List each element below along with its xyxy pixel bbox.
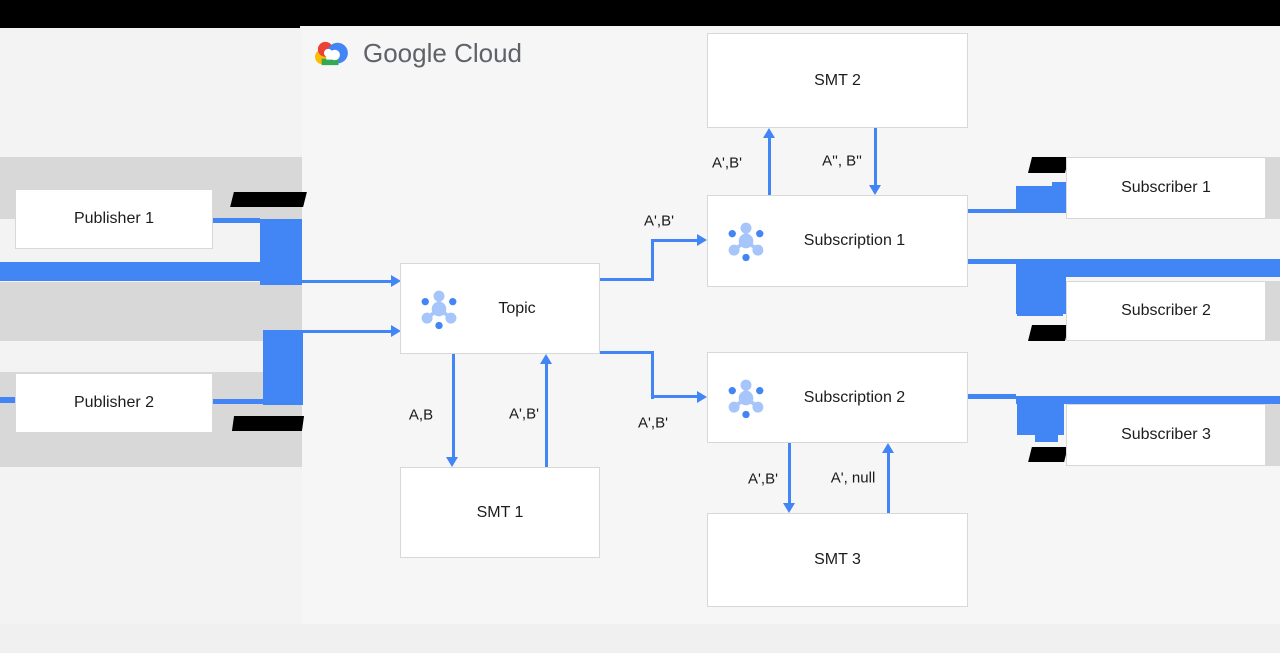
glitch-blue-block-publisher1 (260, 219, 302, 285)
arrow-topic-to-subscription1-seg2 (651, 239, 654, 281)
redacted-label-subscriber1 (1028, 157, 1069, 173)
glitch-blue-lead-subscriber3 (968, 394, 1016, 399)
pubsub-topic-icon (417, 287, 461, 331)
arrow-smt3-to-subscription2-line (887, 453, 890, 513)
glitch-blue-lead-subscriber1 (968, 209, 1016, 213)
node-subscription2: Subscription 2 (707, 352, 968, 443)
node-smt2-label: SMT 2 (814, 71, 861, 89)
glitch-blue-tail-subscriber3 (1035, 435, 1058, 442)
glitch-blue-lead-subscriber2 (968, 259, 1016, 264)
glitch-blue-lead-publisher2 (213, 399, 263, 404)
edge-label-smt3-to-subscription2: A', null (830, 469, 876, 487)
arrow-smt1-to-topic-head (540, 354, 552, 364)
edge-label-topic-to-subscription1: A',B' (644, 212, 674, 230)
google-cloud-logo: Google Cloud (312, 38, 522, 69)
redacted-label-subscriber3 (1028, 447, 1068, 462)
glitch-blue-block-subscriber3 (1017, 399, 1064, 435)
node-publisher2-label: Publisher 2 (73, 394, 155, 411)
edge-label-topic-to-subscription2: A',B' (638, 414, 668, 432)
arrow-publisher2-to-topic-head (391, 325, 401, 337)
redacted-label-subscriber2 (1028, 325, 1069, 341)
top-black-bar-left (0, 0, 300, 28)
arrow-topic-to-subscription2-seg3 (651, 395, 697, 398)
glitch-blue-block-subscriber2 (1016, 277, 1066, 314)
arrow-smt1-to-topic-line (545, 364, 548, 467)
edge-label-smt1-to-topic: A',B' (509, 405, 539, 423)
arrow-smt2-to-subscription1-head (869, 185, 881, 195)
node-publisher1-label: Publisher 1 (73, 210, 155, 227)
node-topic: Topic (400, 263, 600, 354)
arrow-subscription2-to-smt3-line (788, 443, 791, 503)
node-subscriber2: Subscriber 2 (1066, 281, 1266, 341)
arrow-topic-to-subscription1-seg3 (651, 239, 697, 242)
glitch-blue-lead-publisher1 (213, 218, 260, 223)
node-subscription2-label: Subscription 2 (803, 388, 906, 406)
node-subscription1-label: Subscription 1 (803, 232, 906, 249)
subscriber1-side-strip (1266, 157, 1280, 219)
arrow-publisher2-to-topic-line (302, 330, 391, 333)
subscriber3-side-strip (1266, 404, 1280, 466)
node-subscriber1-label: Subscriber 1 (1121, 179, 1211, 196)
edge-label-subscription1-to-smt2: A',B' (712, 154, 742, 172)
arrow-topic-to-subscription2-seg2 (651, 351, 654, 399)
gray-band-2 (0, 282, 302, 341)
arrow-topic-to-smt1-line (452, 354, 455, 457)
redacted-label-publisher1 (230, 192, 307, 207)
pubsub-subscription2-icon (724, 376, 768, 420)
edge-label-topic-to-smt1: A,B (408, 406, 434, 424)
subscriber2-side-strip (1266, 281, 1280, 341)
node-smt1: SMT 1 (400, 467, 600, 558)
google-cloud-logo-text: Google Cloud (363, 38, 522, 68)
node-subscriber1: Subscriber 1 (1066, 157, 1266, 219)
arrow-topic-to-subscription1-seg1 (600, 278, 654, 281)
glitch-blue-tail-subscriber2 (1017, 311, 1063, 316)
arrow-topic-to-smt1-head (446, 457, 458, 467)
arrow-topic-to-subscription2-seg1 (600, 351, 654, 354)
node-smt1-label: SMT 1 (476, 503, 524, 521)
node-subscriber3-label: Subscriber 3 (1121, 426, 1211, 443)
glitch-blue-notch-subscriber1 (1052, 182, 1066, 187)
node-topic-label: Topic (498, 299, 536, 317)
arrow-publisher1-to-topic-head (391, 275, 401, 287)
arrow-subscription1-to-smt2-line (768, 138, 771, 195)
node-publisher2: Publisher 2 (15, 373, 213, 433)
glitch-blue-block-publisher2 (263, 330, 303, 405)
glitch-blue-bar-subscriber2 (1016, 259, 1280, 277)
node-smt3: SMT 3 (707, 513, 968, 607)
glitch-blue-bar-subscriber3 (1016, 396, 1280, 404)
edge-label-subscription2-to-smt3: A',B' (748, 470, 778, 488)
node-subscriber2-label: Subscriber 2 (1121, 302, 1211, 319)
node-smt2: SMT 2 (707, 33, 968, 128)
glitch-blue-bar-left (0, 262, 302, 281)
node-subscription1: Subscription 1 (707, 195, 968, 287)
footer-strip (0, 624, 1280, 653)
arrow-topic-to-subscription1-head (697, 234, 707, 246)
node-publisher1: Publisher 1 (15, 189, 213, 249)
arrow-smt2-to-subscription1-line (874, 128, 877, 185)
glitch-blue-stub-left-edge (0, 397, 15, 403)
pubsub-subscription1-icon (724, 219, 768, 263)
node-subscriber3: Subscriber 3 (1066, 404, 1266, 466)
arrow-topic-to-subscription2-head (697, 391, 707, 403)
edge-label-smt2-to-subscription1: A'', B'' (822, 152, 862, 170)
redacted-label-publisher2 (231, 416, 305, 431)
arrow-subscription1-to-smt2-head (763, 128, 775, 138)
node-smt3-label: SMT 3 (814, 551, 861, 568)
arrow-smt3-to-subscription2-head (882, 443, 894, 453)
arrow-publisher1-to-topic-line (302, 280, 391, 283)
glitch-blue-block-subscriber1 (1016, 186, 1066, 213)
google-cloud-icon (312, 39, 350, 69)
arrow-subscription2-to-smt3-head (783, 503, 795, 513)
